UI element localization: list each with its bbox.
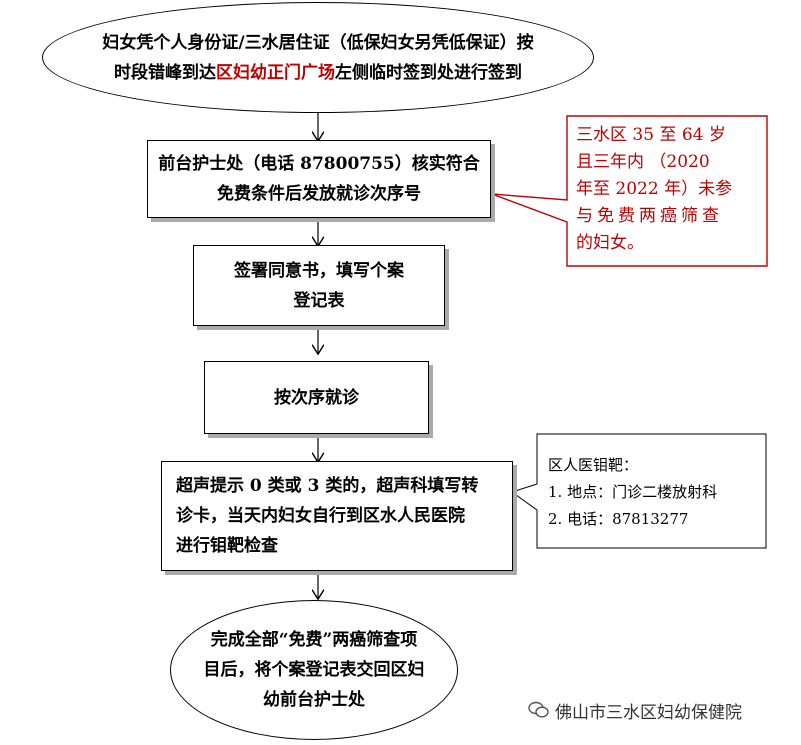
consult-text: 按次序就诊: [274, 387, 359, 408]
watermark: 佛山市三水区妇幼保健院: [528, 698, 742, 723]
ultrasound-node: 超声提示 0 类或 3 类的，超声科填写转 诊卡，当天内妇女自行到区水人民医院 …: [161, 461, 513, 571]
start-line-2-pre: 时段错峰到达: [114, 62, 216, 83]
eligibility-line-1: 三水区 35 至 64 岁: [576, 125, 726, 145]
consult-node: 按次序就诊: [204, 361, 429, 434]
eligibility-line-4: 与免费两癌筛查: [576, 206, 723, 226]
wechat-icon: [528, 701, 549, 718]
finish-line-3: 幼前台护士处: [263, 690, 365, 710]
eligibility-callout: 三水区 35 至 64 岁 且三年内 （2020 年至 2022 年）未参 与免…: [576, 122, 762, 257]
front-desk-line-2: 免费条件后发放就诊次序号: [217, 184, 421, 204]
finish-line-2: 目后，将个案登记表交回区妇: [203, 660, 425, 680]
mammography-callout: 区人医钼靶： 1. 地点：门诊二楼放射科 2. 电话：87813277: [548, 452, 762, 533]
eligibility-line-3: 年至 2022 年）未参: [576, 179, 733, 199]
sign-consent-line-2: 登记表: [293, 290, 345, 311]
finish-line-1: 完成全部“免费”两癌筛查项: [210, 630, 418, 650]
ultrasound-line-1: 超声提示 0 类或 3 类的，超声科填写转: [176, 476, 479, 496]
eligibility-line-2: 且三年内 （2020: [576, 152, 710, 172]
sign-consent-node: 签署同意书，填写个案 登记表: [193, 245, 445, 326]
start-node: 妇女凭个人身份证/三水居住证（低保妇女另凭低保证）按 时段错峰到达区妇幼正门广场…: [42, 2, 594, 113]
ultrasound-line-3: 进行钼靶检查: [176, 536, 278, 556]
mammography-phone: 2. 电话：87813277: [548, 510, 689, 528]
start-line-2: 时段错峰到达区妇幼正门广场左侧临时签到处进行签到: [114, 58, 522, 88]
sign-consent-line-1: 签署同意书，填写个案: [234, 260, 404, 281]
start-line-2-post: 左侧临时签到处进行签到: [335, 62, 522, 83]
finish-node: 完成全部“免费”两癌筛查项 目后，将个案登记表交回区妇 幼前台护士处: [170, 600, 458, 740]
ultrasound-line-2: 诊卡，当天内妇女自行到区水人民医院: [176, 506, 465, 526]
watermark-text: 佛山市三水区妇幼保健院: [555, 702, 742, 723]
start-line-1: 妇女凭个人身份证/三水居住证（低保妇女另凭低保证）按: [102, 32, 534, 53]
eligibility-line-5: 的妇女。: [576, 233, 644, 253]
mammography-callout-shape: [510, 433, 767, 549]
front-desk-line-1: 前台护士处（电话 87800755）核实符合: [158, 154, 480, 174]
eligibility-callout-shape: [491, 115, 768, 267]
front-desk-node: 前台护士处（电话 87800755）核实符合 免费条件后发放就诊次序号: [147, 140, 491, 218]
mammography-title: 区人医钼靶：: [548, 456, 639, 474]
mammography-location: 1. 地点：门诊二楼放射科: [548, 483, 718, 501]
start-location-highlight: 区妇幼正门广场: [216, 62, 335, 83]
